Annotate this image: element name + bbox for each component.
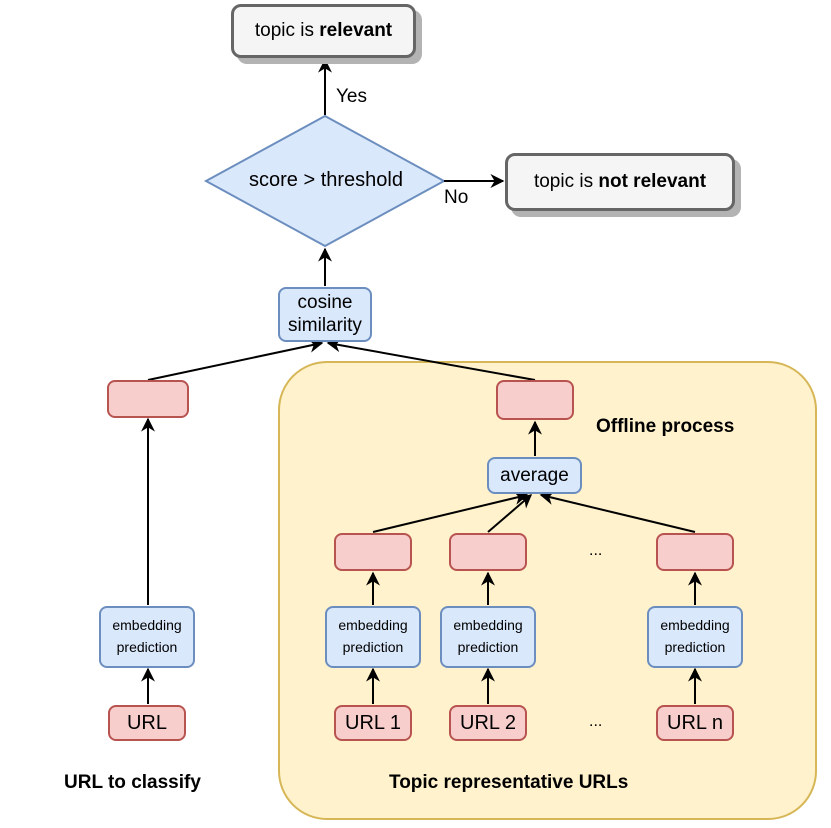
embedding-line-2: prediction [457, 639, 519, 655]
embedding-line-1: embedding [338, 617, 408, 634]
no-label: No [444, 187, 469, 208]
embedding-prediction-n: embedding prediction [647, 606, 743, 668]
result-not-relevant-prefix: topic is [533, 171, 599, 192]
decision-label: score > threshold [249, 169, 403, 191]
edge-v1-to-average [372, 491, 529, 533]
topic-representative-caption: Topic representative URLs [389, 772, 629, 793]
yes-label: Yes [336, 86, 367, 107]
offline-process-region [278, 361, 817, 820]
embedding-line-1: embedding [453, 617, 523, 634]
url-n-label: URL n [667, 711, 723, 734]
result-not-relevant: topic is not relevant [505, 153, 735, 211]
embedding-line-2: prediction [664, 639, 726, 655]
url-n-node: URL n [656, 705, 734, 741]
url2-vector [449, 533, 527, 571]
url-2-label: URL 2 [460, 711, 516, 734]
embedding-line-1: embedding [660, 617, 730, 634]
offline-process-caption: Offline process [596, 416, 735, 437]
vector-ellipsis: ... [589, 542, 603, 559]
cosine-similarity-node: cosine similarity [278, 287, 372, 342]
cosine-line-2: similarity [288, 314, 362, 336]
url-2-node: URL 2 [449, 705, 527, 741]
embedding-line-1: embedding [112, 617, 182, 634]
url1-vector [334, 533, 412, 571]
url-classify-label: URL [126, 711, 167, 734]
result-relevant: topic is relevant [231, 4, 416, 58]
url-1-node: URL 1 [334, 705, 412, 741]
cosine-line-1: cosine [297, 291, 353, 313]
url-1-label: URL 1 [345, 711, 401, 734]
edge-vn-to-average [539, 491, 696, 533]
edge-right-vector-to-cosine [326, 338, 536, 381]
embedding-line-2: prediction [342, 639, 404, 655]
average-node: average [487, 457, 582, 494]
urln-vector [656, 533, 734, 571]
embedding-prediction-left: embedding prediction [99, 606, 195, 668]
result-not-relevant-emph: not relevant [598, 171, 707, 192]
query-vector [107, 380, 189, 418]
embedding-line-2: prediction [116, 639, 178, 655]
result-relevant-prefix: topic is [254, 20, 320, 41]
url-to-classify-caption: URL to classify [64, 772, 201, 793]
decision-diamond [203, 114, 447, 248]
result-relevant-emph: relevant [319, 20, 393, 41]
embedding-prediction-1: embedding prediction [325, 606, 421, 668]
edge-left-vector-to-cosine [147, 338, 324, 381]
topic-vector [496, 380, 574, 420]
average-label: average [500, 464, 569, 486]
url-to-classify-node: URL [108, 705, 186, 741]
edge-v2-to-average [487, 494, 533, 533]
url-ellipsis: ... [589, 713, 603, 730]
embedding-prediction-2: embedding prediction [440, 606, 536, 668]
